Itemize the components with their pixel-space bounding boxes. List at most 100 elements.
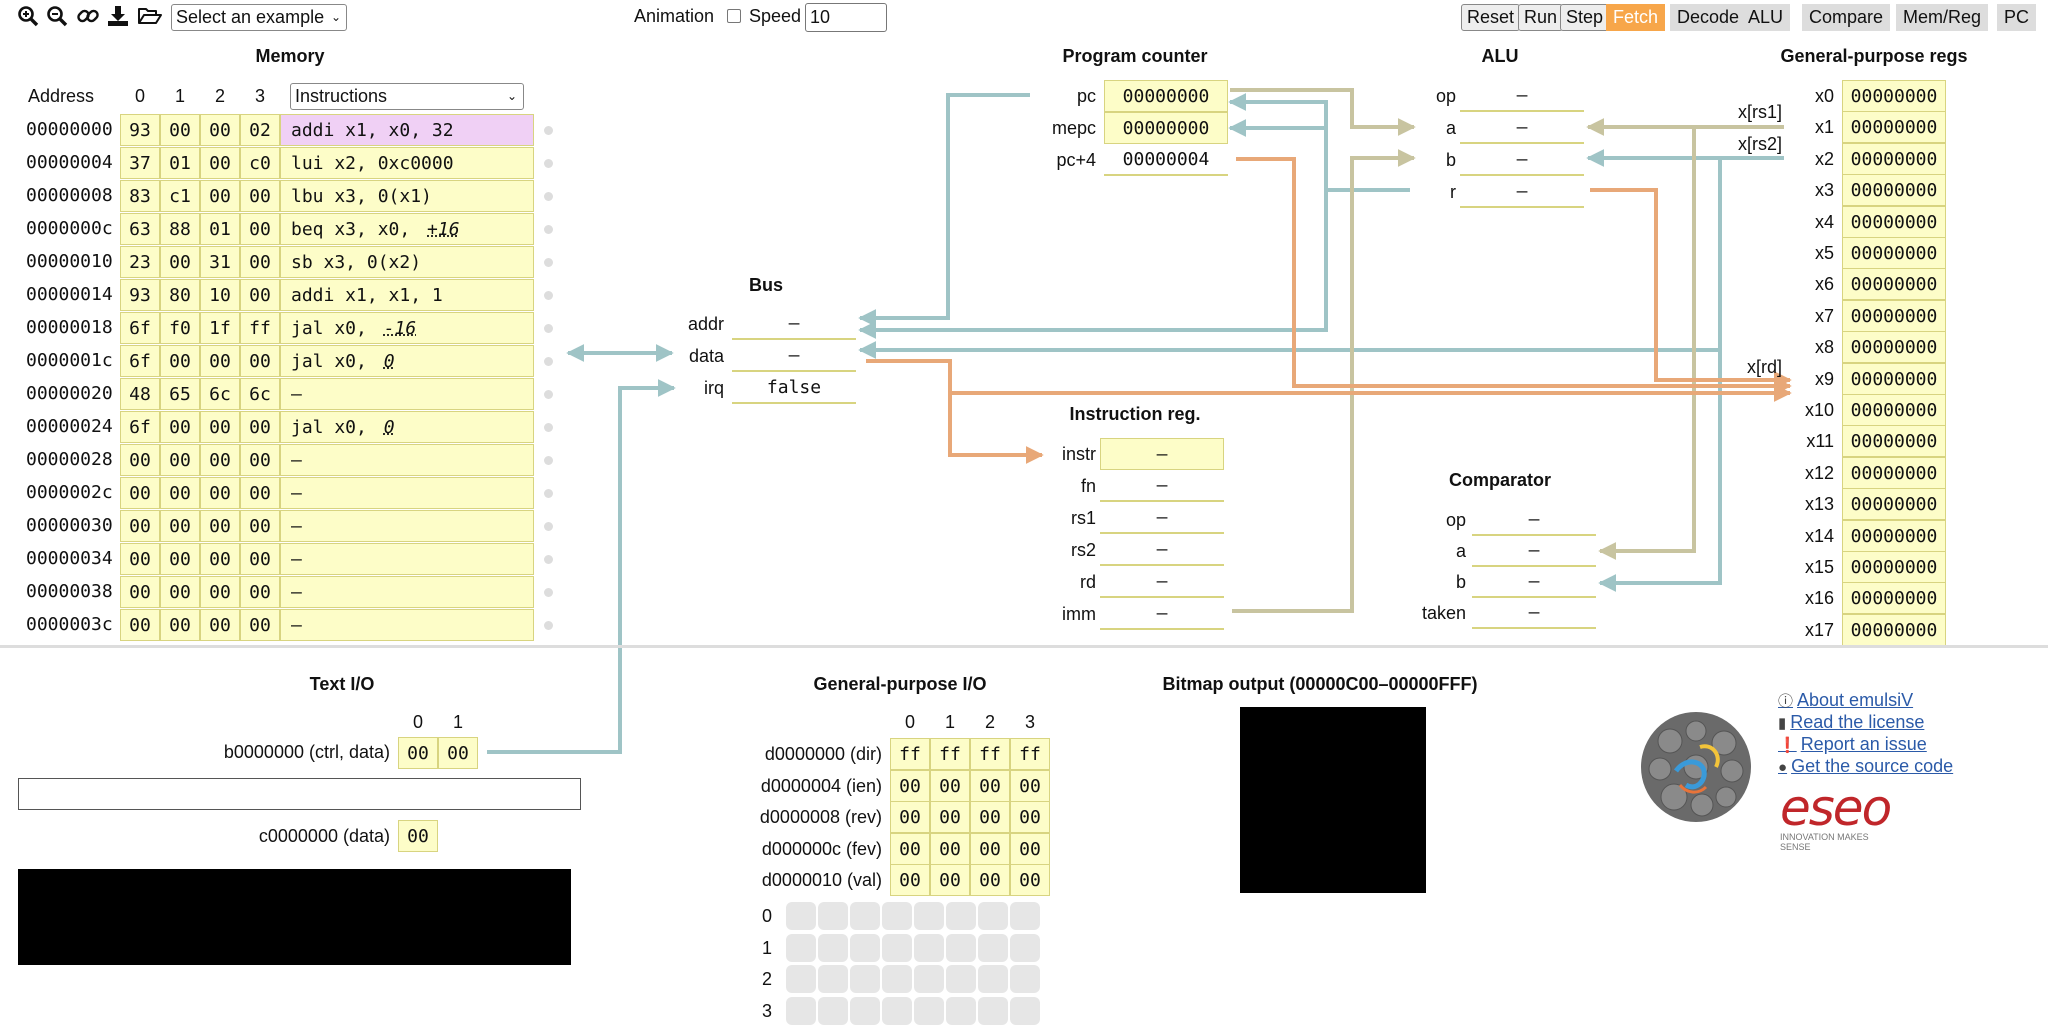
memory-byte[interactable]: ff <box>240 312 280 344</box>
memory-byte[interactable]: f0 <box>160 312 200 344</box>
memory-byte[interactable]: 63 <box>120 213 160 245</box>
memory-byte[interactable]: 1f <box>200 312 240 344</box>
memory-byte[interactable]: 00 <box>240 411 280 443</box>
memory-byte[interactable]: 00 <box>160 411 200 443</box>
memory-byte[interactable]: 00 <box>200 543 240 575</box>
memory-byte[interactable]: 00 <box>160 576 200 608</box>
cmp-b-value[interactable]: – <box>1472 566 1596 598</box>
gpio-pin-button[interactable] <box>914 933 944 962</box>
memory-byte[interactable]: 6f <box>120 345 160 377</box>
gpio-byte[interactable]: ff <box>1010 738 1050 770</box>
register-value[interactable]: 00000000 <box>1842 174 1946 207</box>
gpio-byte[interactable]: 00 <box>1010 801 1050 833</box>
download-icon[interactable] <box>106 4 130 28</box>
link-read-the-license[interactable]: ▮Read the license <box>1778 712 1924 733</box>
register-value[interactable]: 00000000 <box>1842 613 1946 646</box>
memory-byte[interactable]: 00 <box>240 345 280 377</box>
memory-byte[interactable]: 00 <box>200 411 240 443</box>
memory-byte[interactable]: 00 <box>120 543 160 575</box>
bus-addr-value[interactable]: – <box>732 308 856 340</box>
gpio-pin-button[interactable] <box>818 933 848 962</box>
ir-rd-value[interactable]: – <box>1100 566 1224 598</box>
gpio-pin-button[interactable] <box>850 965 880 993</box>
memory-byte[interactable]: 01 <box>160 147 200 179</box>
memory-byte[interactable]: 6f <box>120 312 160 344</box>
memory-instruction[interactable]: jal x0, 0 <box>280 411 534 443</box>
gpio-pin-button[interactable] <box>978 902 1008 930</box>
ir-fn-value[interactable]: – <box>1100 470 1224 502</box>
memory-byte[interactable]: 00 <box>120 609 160 641</box>
breakpoint-toggle[interactable] <box>544 258 553 267</box>
stage-mem-reg-button[interactable]: Mem/Reg <box>1896 4 1989 31</box>
breakpoint-toggle[interactable] <box>544 522 553 531</box>
gpio-pin-button[interactable] <box>882 965 912 993</box>
gpio-pin-button[interactable] <box>978 965 1008 993</box>
gpio-byte[interactable]: 00 <box>1010 864 1050 896</box>
memory-byte[interactable]: 6f <box>120 411 160 443</box>
stage-compare-button[interactable]: Compare <box>1802 4 1891 31</box>
gpio-byte[interactable]: 00 <box>890 864 930 896</box>
gpio-pin-button[interactable] <box>882 996 912 1025</box>
step-button[interactable]: Step <box>1560 4 1610 31</box>
gpio-pin-button[interactable] <box>978 933 1008 962</box>
gpio-pin-button[interactable] <box>914 996 944 1025</box>
register-value[interactable]: 00000000 <box>1842 205 1946 238</box>
breakpoint-toggle[interactable] <box>544 489 553 498</box>
run-button[interactable]: Run <box>1518 4 1564 31</box>
ir-imm-value[interactable]: – <box>1100 598 1224 630</box>
memory-byte[interactable]: 65 <box>160 378 200 410</box>
memory-byte[interactable]: 00 <box>200 609 240 641</box>
memory-byte[interactable]: 80 <box>160 279 200 311</box>
gpio-byte[interactable]: 00 <box>930 801 970 833</box>
memory-byte[interactable]: 00 <box>160 543 200 575</box>
link-get-the-source-code[interactable]: ●Get the source code <box>1778 756 1953 777</box>
text-input-field[interactable] <box>18 778 581 810</box>
gpio-pin-button[interactable] <box>914 965 944 993</box>
reset-button[interactable]: Reset <box>1461 4 1521 31</box>
memory-byte[interactable]: 00 <box>120 477 160 509</box>
gpio-byte[interactable]: 00 <box>930 864 970 896</box>
alu-op-value[interactable]: – <box>1460 80 1584 112</box>
breakpoint-toggle[interactable] <box>544 192 553 201</box>
text-io-out-byte[interactable]: 00 <box>398 820 438 852</box>
gpio-byte[interactable]: 00 <box>890 801 930 833</box>
memory-byte[interactable]: 00 <box>120 444 160 476</box>
gpio-pin-button[interactable] <box>946 902 976 930</box>
breakpoint-toggle[interactable] <box>544 456 553 465</box>
gpio-pin-button[interactable] <box>1010 902 1040 930</box>
gpio-pin-button[interactable] <box>818 902 848 930</box>
register-value[interactable]: 00000000 <box>1842 425 1946 458</box>
stage-decode-button[interactable]: Decode <box>1670 4 1747 31</box>
bus-data-value[interactable]: – <box>732 340 856 372</box>
gpio-byte[interactable]: 00 <box>1010 832 1050 865</box>
breakpoint-toggle[interactable] <box>544 423 553 432</box>
memory-byte[interactable]: 00 <box>240 213 280 245</box>
memory-instruction[interactable]: – <box>280 609 534 641</box>
breakpoint-toggle[interactable] <box>544 357 553 366</box>
memory-byte[interactable]: 6c <box>240 378 280 410</box>
text-io-data-byte[interactable]: 00 <box>438 737 478 769</box>
memory-byte[interactable]: 00 <box>240 279 280 311</box>
gpio-byte[interactable]: ff <box>890 738 930 770</box>
gpio-pin-button[interactable] <box>1010 933 1040 962</box>
memory-byte[interactable]: 00 <box>200 510 240 542</box>
memory-byte[interactable]: 00 <box>200 180 240 212</box>
memory-instruction[interactable]: lui x2, 0xc0000 <box>280 147 534 179</box>
pc-pc-value[interactable]: 00000000 <box>1104 80 1228 112</box>
memory-instruction[interactable]: – <box>280 576 534 608</box>
memory-byte[interactable]: 93 <box>120 279 160 311</box>
example-select[interactable]: Select an example ⌄ <box>171 4 347 31</box>
link-icon[interactable] <box>76 4 100 28</box>
memory-byte[interactable]: 00 <box>240 246 280 278</box>
stage-alu-button[interactable]: ALU <box>1741 4 1791 31</box>
gpio-byte[interactable]: 00 <box>970 801 1010 833</box>
register-value[interactable]: 00000000 <box>1842 237 1946 269</box>
memory-byte[interactable]: 93 <box>120 114 160 146</box>
memory-byte[interactable]: 00 <box>200 576 240 608</box>
memory-byte[interactable]: 00 <box>120 510 160 542</box>
memory-byte[interactable]: 48 <box>120 378 160 410</box>
memory-byte[interactable]: 00 <box>160 510 200 542</box>
memory-instruction[interactable]: – <box>280 543 534 575</box>
pc-mepc-value[interactable]: 00000000 <box>1104 112 1228 144</box>
